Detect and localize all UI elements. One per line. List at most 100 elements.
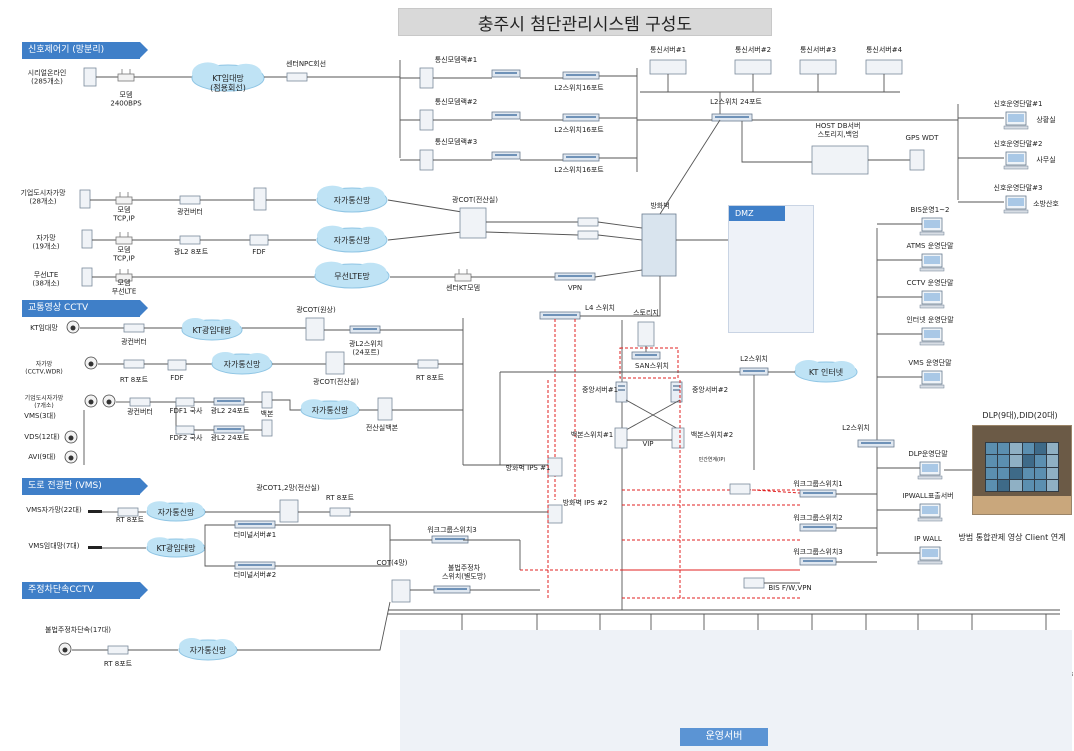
ops-terminal-1	[919, 217, 945, 236]
center-kt-modem-label: 센터KT모뎀	[446, 283, 480, 292]
signal-op-location: 소방산호	[1033, 199, 1059, 208]
comm-server-1	[649, 59, 687, 75]
pc-screen	[924, 330, 940, 338]
npc-line-icon	[286, 72, 308, 82]
workgroup-label: 워크그룹스위치1	[793, 479, 843, 488]
switch-ports	[353, 328, 377, 330]
cloud-kt-internet-puff	[795, 360, 823, 377]
l4-link	[580, 298, 661, 317]
gps-wdt-label: GPS WDT	[906, 134, 940, 142]
illegal-parking-switch	[433, 585, 471, 594]
modem-rack-switch-2	[491, 111, 521, 120]
fw-port-1	[577, 217, 599, 227]
switch-ports	[803, 492, 833, 494]
fw-link	[597, 221, 643, 229]
page-title: 충주시 첨단관리시스템 구성도	[398, 8, 772, 36]
own-cctv-label: 자가망(CCTV,WDR)	[25, 360, 62, 376]
vip-label: VIP	[642, 440, 653, 448]
switch-ports	[543, 314, 577, 316]
row-to-cot	[387, 231, 463, 241]
center-server-2-label: 중앙서버#2	[692, 385, 728, 394]
signal-op-terminal-3	[1003, 195, 1029, 214]
cloud-own-net-5-label: 자가통신망	[158, 507, 195, 517]
pc-screen	[1008, 114, 1024, 122]
rt8-3-label: RT 8포트	[116, 516, 145, 524]
fw-ips-2-label: 방화벽 IPS #2	[563, 498, 608, 507]
video-wall-image	[972, 425, 1072, 515]
backbone-switch-2	[671, 427, 685, 449]
switch-ports	[743, 370, 765, 372]
workgroup-switch-2	[799, 523, 837, 532]
server-slot	[618, 389, 625, 391]
server-slot	[618, 385, 625, 387]
optical-converter-label: 광컨버터	[177, 207, 203, 216]
row-to-cot	[387, 199, 463, 213]
modem-2400-icon	[117, 69, 135, 82]
comm-server-label: 통신서버#2	[735, 45, 771, 54]
rt8-1-label: RT 8포트	[120, 376, 149, 384]
pc-screen	[924, 373, 940, 381]
san-dashed-box	[619, 347, 679, 379]
terminal-1-label: 터미널서버#1	[234, 530, 277, 539]
ops-terminal-2	[919, 253, 945, 272]
l4-switch	[539, 311, 581, 320]
optical-cot-core	[459, 207, 487, 239]
switch-ports	[635, 354, 657, 356]
ops-terminal-3	[919, 290, 945, 309]
host-db-link	[741, 121, 812, 163]
cloud-kt-optical-2-label: KT광임대망	[157, 543, 197, 553]
vpn-to-firewall	[594, 269, 643, 278]
switch-ports	[238, 523, 272, 525]
optical-cot12-label: 광COT1,2망(전산실)	[256, 483, 320, 492]
avi9-label: AVI(9대)	[28, 453, 56, 461]
modem-rack-switch-1	[491, 69, 521, 78]
vms-link	[204, 524, 235, 548]
comm-modem-rack-1	[419, 67, 434, 89]
cloud-kt-optical-2-puff	[147, 537, 173, 553]
optical-l2-24-switch	[349, 325, 381, 334]
workgroup-switch-3-left	[431, 535, 469, 544]
l2-16-switch-2	[562, 113, 600, 122]
dmz-label: DMZ	[729, 206, 785, 221]
l4-label: L4 스위치	[585, 303, 615, 312]
l2-switch-label: L2스위치	[740, 354, 768, 363]
pc-screen	[924, 220, 940, 228]
firewall-icon	[641, 213, 677, 277]
cloud-kt-optical-label: KT광임대망	[193, 325, 233, 335]
switch-ports	[437, 588, 467, 590]
vms-link	[275, 524, 432, 541]
signal-controller-icon	[83, 67, 97, 87]
cloud-kt-internet-label: KT 인터넷	[809, 367, 843, 377]
cloud-lte-net-puff	[315, 261, 348, 282]
modem-body	[115, 196, 133, 205]
rt8-device-3	[117, 507, 139, 517]
cloud-own-net-4-puff	[331, 400, 358, 415]
section-parking-cctv: 주정차단속CCTV	[22, 582, 148, 599]
vds-camera	[64, 430, 78, 444]
kt-dedicated-label: KT임대망	[30, 323, 58, 332]
pc-keyboard	[919, 304, 945, 309]
switch-ports	[495, 154, 517, 156]
optical-converter-2	[123, 323, 145, 333]
vms-own-label: VMS자가망(22대)	[26, 505, 82, 514]
cloud-lte-net-label: 무선LTE망	[334, 271, 370, 281]
l2-16-label: L2스위치16포트	[554, 83, 604, 92]
fdf1-port-label: FDF1 국사	[169, 406, 203, 415]
cloud-own-net-1-label: 자가통신망	[334, 195, 371, 205]
cloud-kt-internet-puff	[827, 361, 856, 377]
ops-terminal-4	[919, 327, 945, 346]
optical-cot-label: 광COT(전산실)	[452, 195, 498, 204]
vms-lease-sign-icon	[88, 546, 102, 549]
backbone-device-2	[261, 419, 273, 437]
fdf-rack-1	[253, 187, 267, 211]
rt8-device-2	[417, 359, 439, 369]
switch-ports	[558, 275, 592, 277]
cloud-own-net-4	[300, 399, 360, 420]
rt8-4-label: RT 8포트	[326, 494, 355, 502]
l2-switch-right-label: L2스위치	[842, 423, 870, 432]
server-slot	[673, 389, 680, 391]
backbone-label: 백본	[261, 409, 274, 418]
cloud-own-net-6-puff	[179, 638, 205, 655]
